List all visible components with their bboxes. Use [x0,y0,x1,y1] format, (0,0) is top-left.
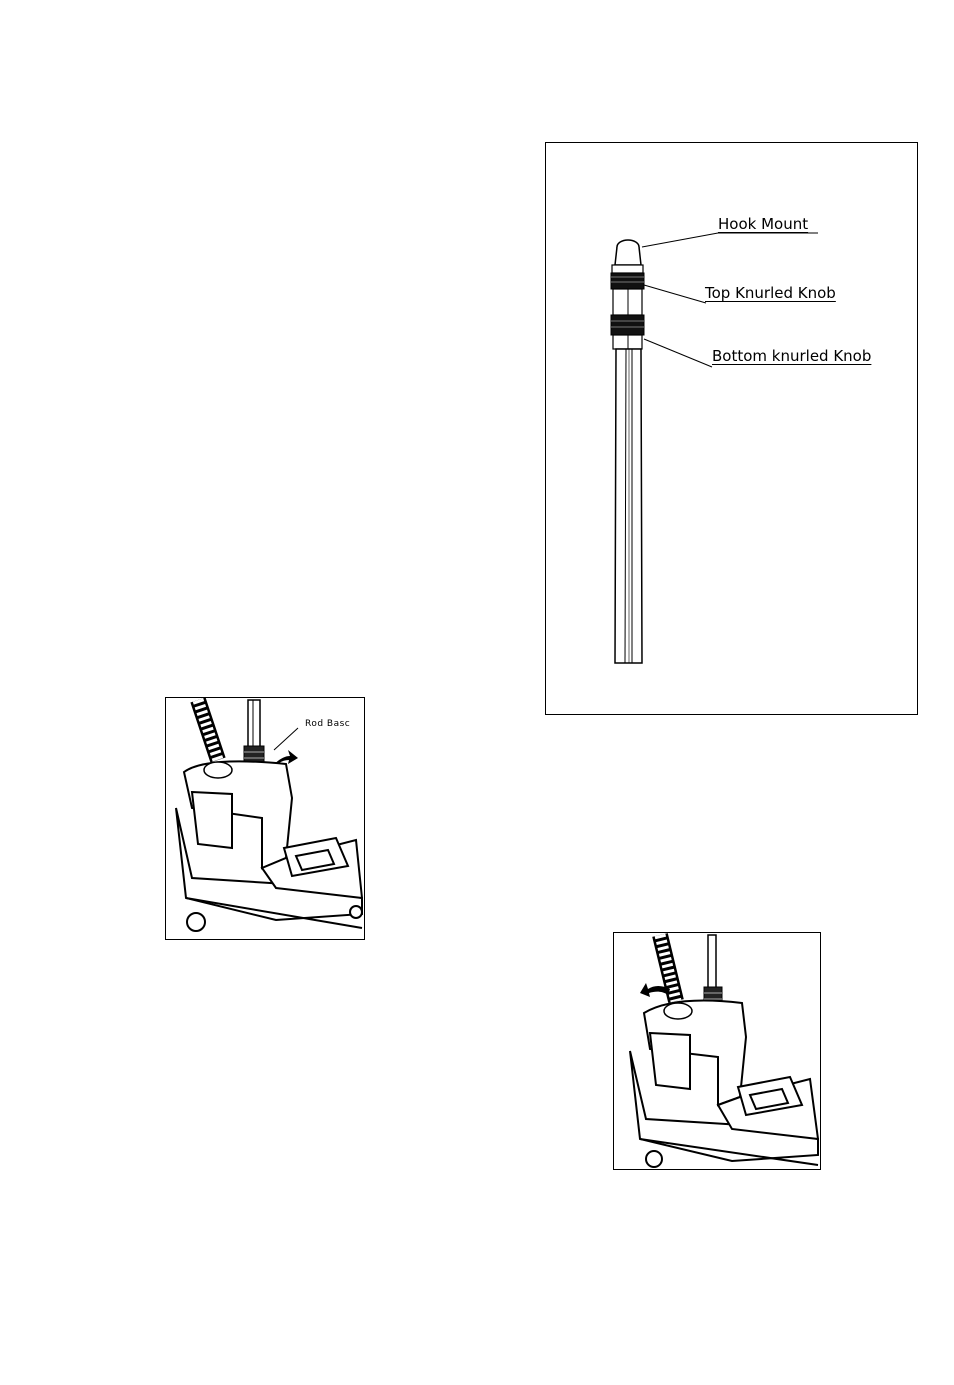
top-knurled-knob-label: Top Knurled Knob [705,284,836,302]
wheel-icon [350,906,362,918]
top-knurled-knob-part [611,265,644,315]
rod-base-label: Rod Basc [305,719,350,729]
rod-diagram-figure: Hook Mount Top Knurled Knob Bottom knurl… [545,142,918,715]
steamer-base-body [630,1001,818,1165]
bottom-knurled-knob-part [611,315,644,349]
hose-part [198,700,218,760]
hook-mount-leader [642,233,718,247]
hook-mount-part [615,240,641,265]
rod-base-leader [274,728,298,750]
rod-part [244,700,264,768]
wheel-icon [187,913,205,931]
wheel-icon [646,1151,662,1167]
base-hose-install-figure [613,932,821,1170]
hose-socket [204,762,232,778]
top-knob-leader [644,285,706,303]
base-rod-install-figure: Rod Basc [165,697,365,940]
base-drawing-right [614,933,819,1168]
rod-tube [615,349,642,663]
hook-mount-label: Hook Mount [718,215,808,233]
bottom-knob-leader [644,339,712,367]
base-drawing-left [166,698,363,938]
hose-socket [664,1003,692,1019]
rod-part [704,935,722,1007]
bottom-knurled-knob-label: Bottom knurled Knob [712,347,871,365]
steamer-base-body [176,761,362,928]
